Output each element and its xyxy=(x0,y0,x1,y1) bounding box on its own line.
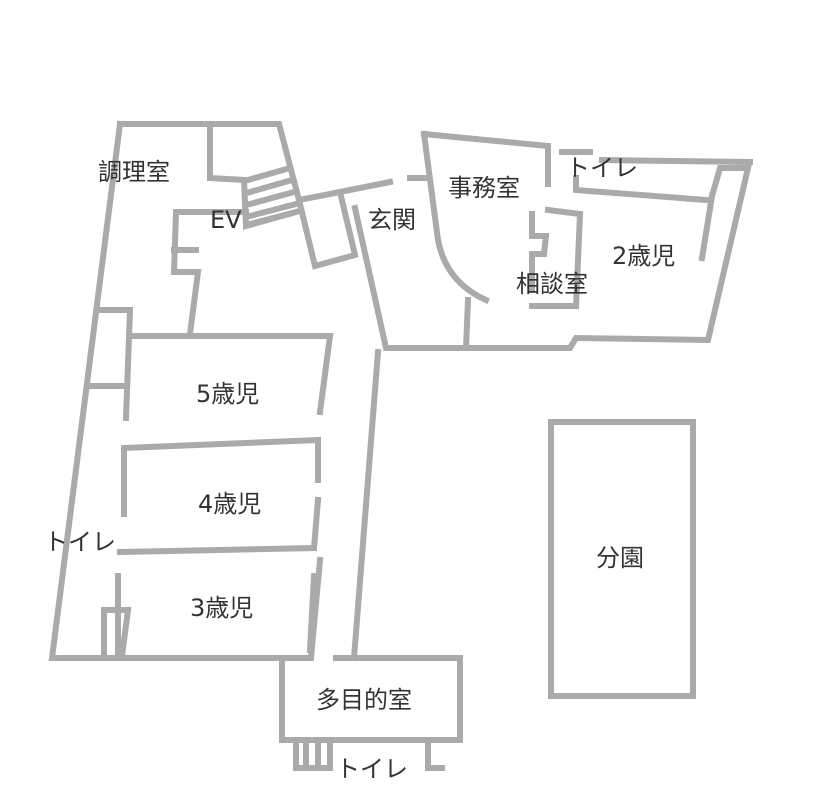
bottom-toilet-wall xyxy=(293,739,445,771)
label-consultation: 相談室 xyxy=(516,270,588,298)
age3-room-wall xyxy=(101,572,318,660)
stairs xyxy=(206,164,300,230)
branch-building xyxy=(548,419,696,699)
label-age5: 5歳児 xyxy=(196,380,259,408)
elevator-shaft xyxy=(170,121,249,338)
age4-room-wall xyxy=(116,436,322,556)
room-labels: 調理室 EV 玄関 事務室 トイレ 2歳児 相談室 5歳児 4歳児 トイレ 3歳… xyxy=(44,154,675,783)
kitchen-partition xyxy=(127,333,334,416)
label-toilet-bottom: トイレ xyxy=(336,755,408,783)
west-wing-outline xyxy=(48,120,359,661)
label-toilet-left: トイレ xyxy=(44,528,116,556)
label-age3: 3歳児 xyxy=(190,594,253,622)
walls xyxy=(48,120,754,771)
label-entrance: 玄関 xyxy=(368,206,416,234)
office-wall xyxy=(420,130,551,352)
label-toilet-top: トイレ xyxy=(566,154,638,182)
multipurpose-room-wall xyxy=(279,655,463,743)
corridor-wall xyxy=(350,348,382,662)
label-elevator: EV xyxy=(210,206,242,234)
label-age2: 2歳児 xyxy=(612,242,675,270)
entrance-outline xyxy=(336,165,752,351)
label-kitchen: 調理室 xyxy=(98,158,170,186)
label-multipurpose: 多目的室 xyxy=(316,686,412,714)
left-toilet-strip xyxy=(87,307,134,422)
label-age4: 4歳児 xyxy=(198,490,261,518)
label-branch: 分園 xyxy=(596,544,644,572)
toilet-top-wall xyxy=(559,149,754,262)
consultation-room-wall xyxy=(529,206,584,309)
label-office: 事務室 xyxy=(448,174,520,202)
